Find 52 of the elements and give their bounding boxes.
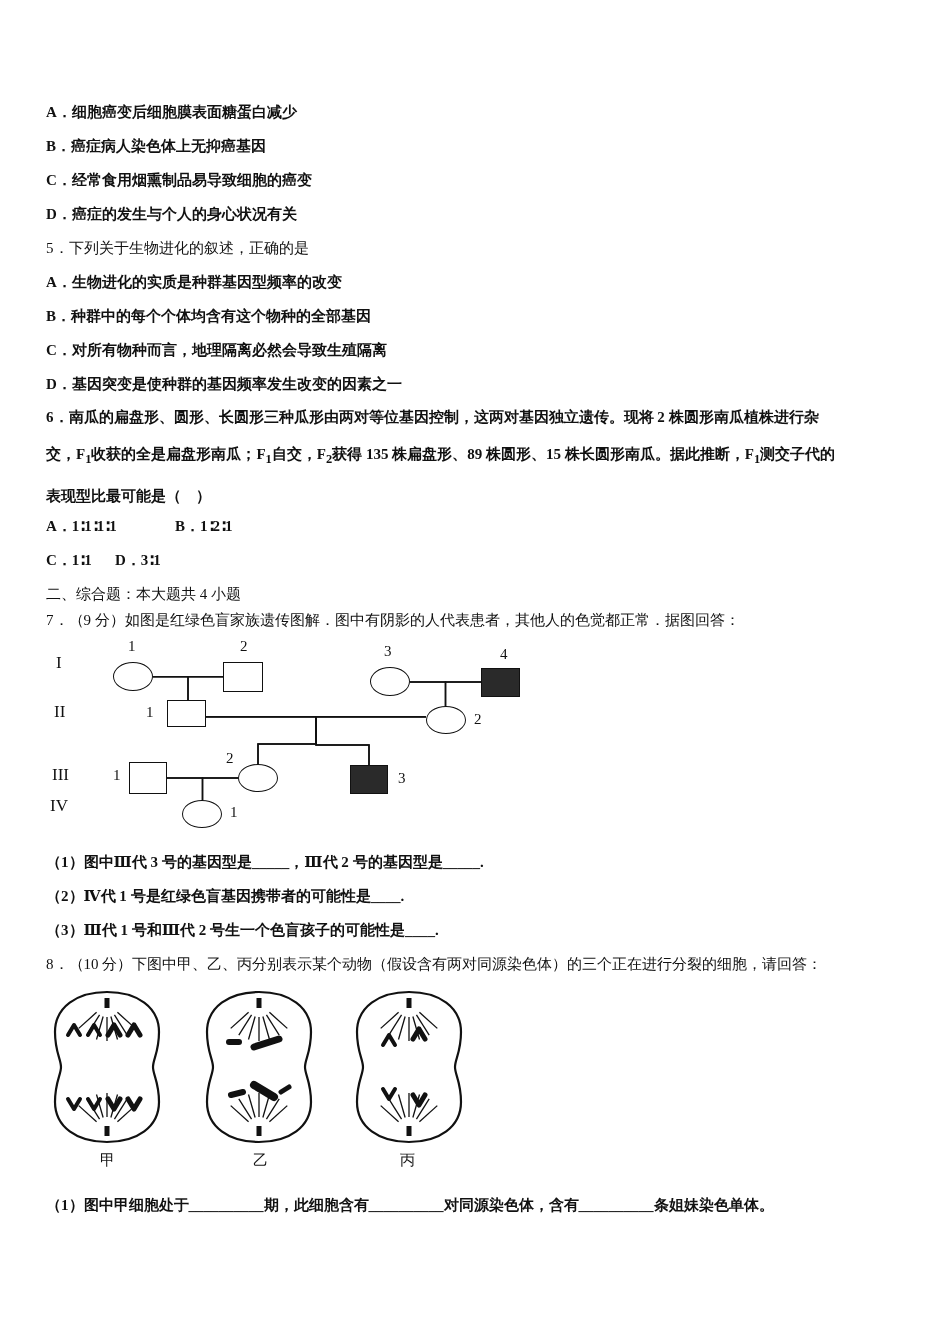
individual-number: 2	[240, 638, 248, 655]
female-circle	[182, 800, 222, 828]
question-text: （3）Ⅲ代 1 号和Ⅲ代 2 号生一个色盲孩子的可能性是____.	[46, 921, 439, 940]
individual-number: 1	[113, 767, 121, 784]
question-text: B．1∶2∶1	[175, 517, 233, 536]
question-text: （1）图中甲细胞处于__________期，此细胞含有__________对同源染色体，含有__________条姐妹染色单体。	[46, 1196, 774, 1215]
question-text: D．基因突变是使种群的基因频率发生改变的因素之一	[46, 375, 402, 394]
individual-number: 2	[474, 711, 482, 728]
question-text: A．细胞癌变后细胞膜表面糖蛋白减少	[46, 103, 297, 122]
question-text: （1）图中Ⅲ代 3 号的基因型是_____，Ⅲ代 2 号的基因型是_____.	[46, 853, 484, 872]
pedigree-line	[187, 676, 224, 701]
question-text: C．对所有物种而言，地理隔离必然会导致生殖隔离	[46, 341, 387, 360]
generation-label: III	[52, 765, 69, 785]
question-text: B．癌症病人染色体上无抑癌基因	[46, 137, 266, 156]
generation-label: II	[54, 702, 66, 722]
question-text: 8．（10 分）下图中甲、乙、丙分别表示某个动物（假设含有两对同源染色体）的三个正在进行分裂的细胞，请回答：	[46, 955, 823, 974]
question-text: A．1∶1∶1∶1	[46, 517, 117, 536]
female-circle	[426, 706, 466, 734]
question-text: B．种群中的每个个体均含有这个物种的全部基因	[46, 307, 371, 326]
affected-male-square	[350, 765, 388, 794]
question-text: 丙	[400, 1151, 415, 1170]
female-circle	[238, 764, 278, 792]
question-text: 甲	[100, 1151, 115, 1170]
male-square	[129, 762, 167, 794]
pedigree-line	[315, 716, 427, 766]
male-square	[167, 700, 206, 727]
affected-male-square	[481, 668, 520, 697]
individual-number: 1	[128, 638, 136, 655]
question-text: D．癌症的发生与个人的身心状况有关	[46, 205, 297, 224]
individual-number: 1	[146, 704, 154, 721]
question-text: （2）Ⅳ代 1 号是红绿色盲基因携带者的可能性是____.	[46, 887, 405, 906]
question-text: 二、综合题：本大题共 4 小题	[46, 585, 241, 604]
pedigree-line	[201, 777, 239, 801]
generation-label: IV	[50, 796, 68, 816]
female-circle	[113, 662, 153, 691]
question-text: C．经常食用烟熏制品易导致细胞的癌变	[46, 171, 312, 190]
individual-number: 2	[226, 750, 234, 767]
question-text: D．3∶1	[115, 551, 161, 570]
individual-number: 1	[230, 804, 238, 821]
question-paragraph: 6．南瓜的扁盘形、圆形、长圆形三种瓜形由两对等位基因控制，这两对基因独立遗传。现将 2 株圆形南瓜植株进行杂交，F$_{1}$收获的全是扁盘形南瓜；F$_{1}$自交，F$_{2}$获得 135 株扁盘形、89 株圆形、15 株长圆形南瓜。据此推断，F$_{1}$测交子代的表现型比最可能是（ ）	[46, 408, 836, 506]
male-square	[223, 662, 263, 692]
question-text: 7．（9 分）如图是红绿色盲家族遗传图解．图中有阴影的人代表患者，其他人的色觉都正常．据图回答：	[46, 611, 740, 630]
individual-number: 3	[398, 770, 406, 787]
generation-label: I	[56, 653, 62, 673]
individual-number: 3	[384, 643, 392, 660]
question-text: 5．下列关于生物进化的叙述，正确的是	[46, 239, 309, 258]
individual-number: 4	[500, 646, 508, 663]
female-circle	[370, 667, 410, 696]
question-text: A．生物进化的实质是种群基因型频率的改变	[46, 273, 342, 292]
question-text: 乙	[253, 1151, 268, 1170]
question-text: C．1∶1	[46, 551, 92, 570]
pedigree-line	[444, 681, 482, 707]
